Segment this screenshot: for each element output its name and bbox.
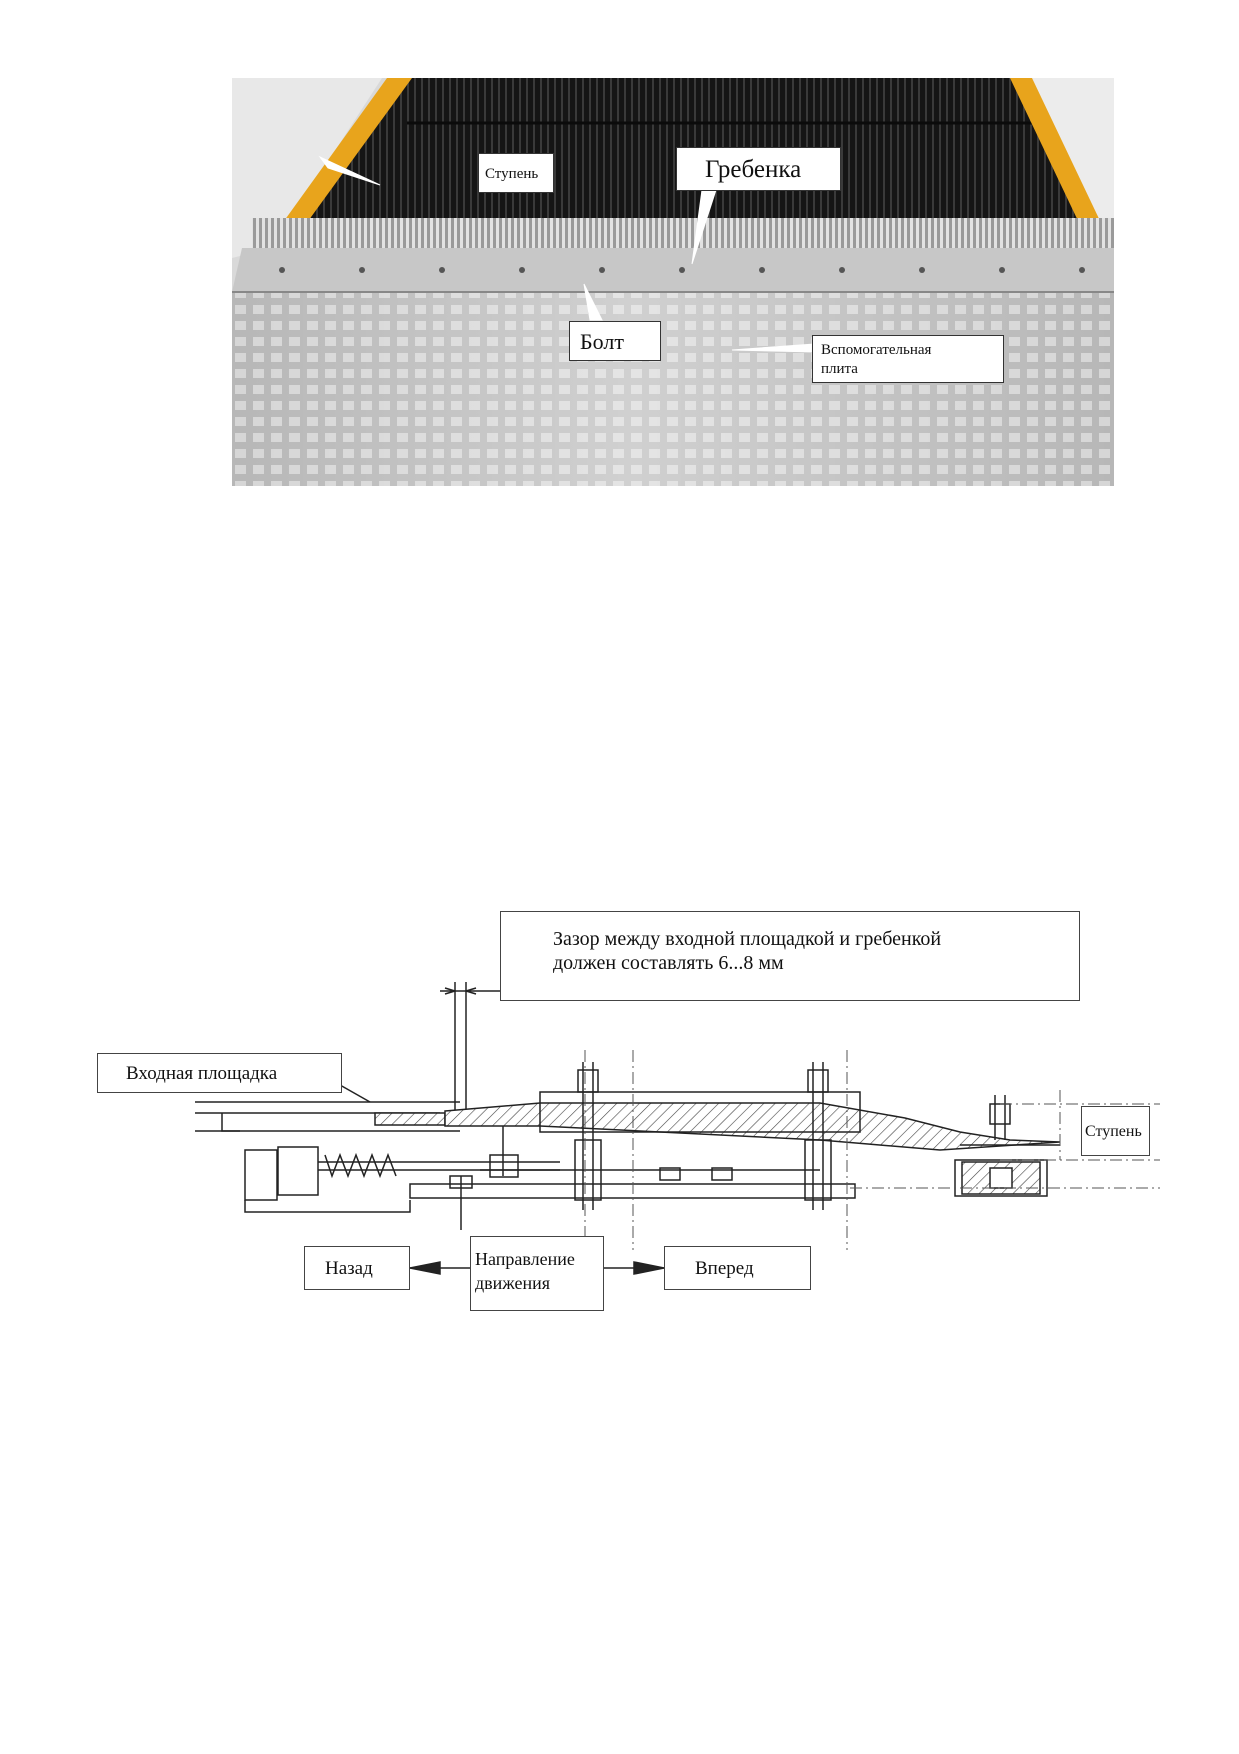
step-label: Ступень: [478, 153, 554, 193]
step-roller-axle: [989, 1167, 1013, 1189]
left-yellow-edge: [266, 78, 412, 246]
entrance-platform-label: Входная площадка: [97, 1053, 342, 1093]
base-nut-2: [711, 1167, 733, 1181]
comb-teeth: [252, 218, 1114, 252]
gap-arrow-right: [463, 987, 477, 995]
forward-arrow-head: [633, 1261, 665, 1275]
left-skirt: [232, 78, 382, 258]
platform-bracket: [221, 1113, 240, 1132]
direction-label: Направление движения: [470, 1236, 604, 1311]
spring: [324, 1152, 397, 1179]
auxiliary-plate-label: Вспомогательная плита: [812, 335, 1004, 383]
escalator-photo-graphic: [232, 78, 1114, 486]
center-lines: [584, 1050, 1160, 1250]
escalator-photo: Ступень Гребенка Болт Вспомогательная пл…: [232, 78, 1114, 486]
plate-reflection: [232, 292, 1114, 486]
back-label: Назад: [304, 1246, 410, 1290]
comb-support-frame: [539, 1091, 861, 1133]
spring-nut: [489, 1154, 519, 1178]
comb-bolts: [279, 267, 1085, 273]
bolt-label: Болт: [569, 321, 661, 361]
gap-requirement-note: Зазор между входной площадкой и гребенко…: [500, 911, 1080, 1001]
comb-section-drawing: [195, 982, 1160, 1275]
entrance-leader: [339, 1084, 371, 1103]
safety-switch-box: [277, 1146, 319, 1196]
base-nut-1: [659, 1167, 681, 1181]
entrance-platform-section: [374, 1112, 446, 1126]
gap-arrow-left: [444, 987, 458, 995]
comb-plate: [232, 248, 1114, 292]
switch-bracket: [244, 1149, 278, 1201]
comb-label: Гребенка: [676, 147, 841, 191]
right-yellow-edge: [1010, 78, 1112, 246]
back-arrow-head: [409, 1261, 441, 1275]
forward-label: Вперед: [664, 1246, 811, 1290]
photo-pointers: [318, 155, 815, 353]
comb-plate-section: [444, 1102, 1061, 1151]
switch-mount: [244, 1200, 411, 1213]
step-label-diagram: Ступень: [1081, 1106, 1150, 1156]
